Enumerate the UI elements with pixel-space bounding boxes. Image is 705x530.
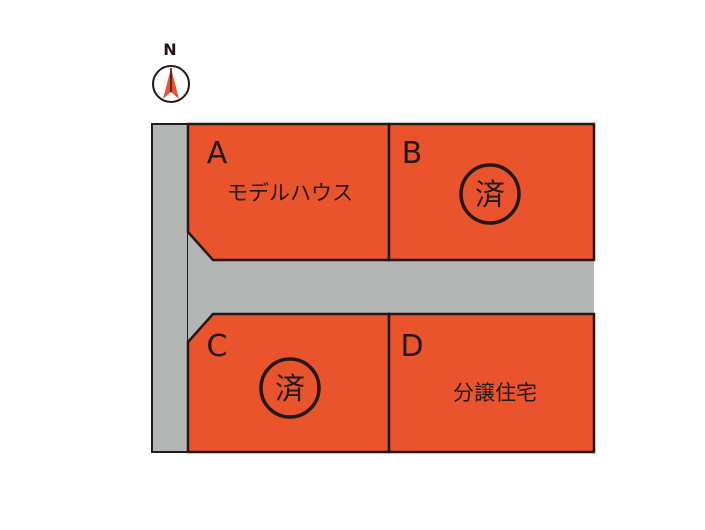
sold-badge: 済 xyxy=(259,357,321,419)
sold-circle-icon xyxy=(459,163,521,225)
lot-d[interactable]: D 分譲住宅 xyxy=(387,312,596,454)
lot-d-letter: D xyxy=(400,329,423,364)
lot-a[interactable]: A モデルハウス xyxy=(186,122,391,262)
sold-circle-icon xyxy=(259,357,321,419)
lot-c-status: 済 xyxy=(275,372,305,407)
lot-b-status: 済 xyxy=(475,178,505,213)
north-compass: N xyxy=(152,40,190,103)
north-arrow-icon xyxy=(152,65,190,103)
lot-a-letter: A xyxy=(207,136,228,171)
road-vertical xyxy=(151,123,189,453)
lot-c[interactable]: C 済 xyxy=(186,312,391,454)
lot-a-label: モデルハウス xyxy=(227,181,353,205)
road-horizontal xyxy=(188,232,594,342)
road xyxy=(151,123,594,453)
north-label: N xyxy=(163,40,176,59)
sold-badge: 済 xyxy=(459,163,521,225)
lot-d-label: 分譲住宅 xyxy=(453,381,537,405)
lot-b-letter: B xyxy=(402,136,423,171)
lot-b[interactable]: B 済 xyxy=(387,122,596,262)
lot-c-letter: C xyxy=(207,329,228,364)
